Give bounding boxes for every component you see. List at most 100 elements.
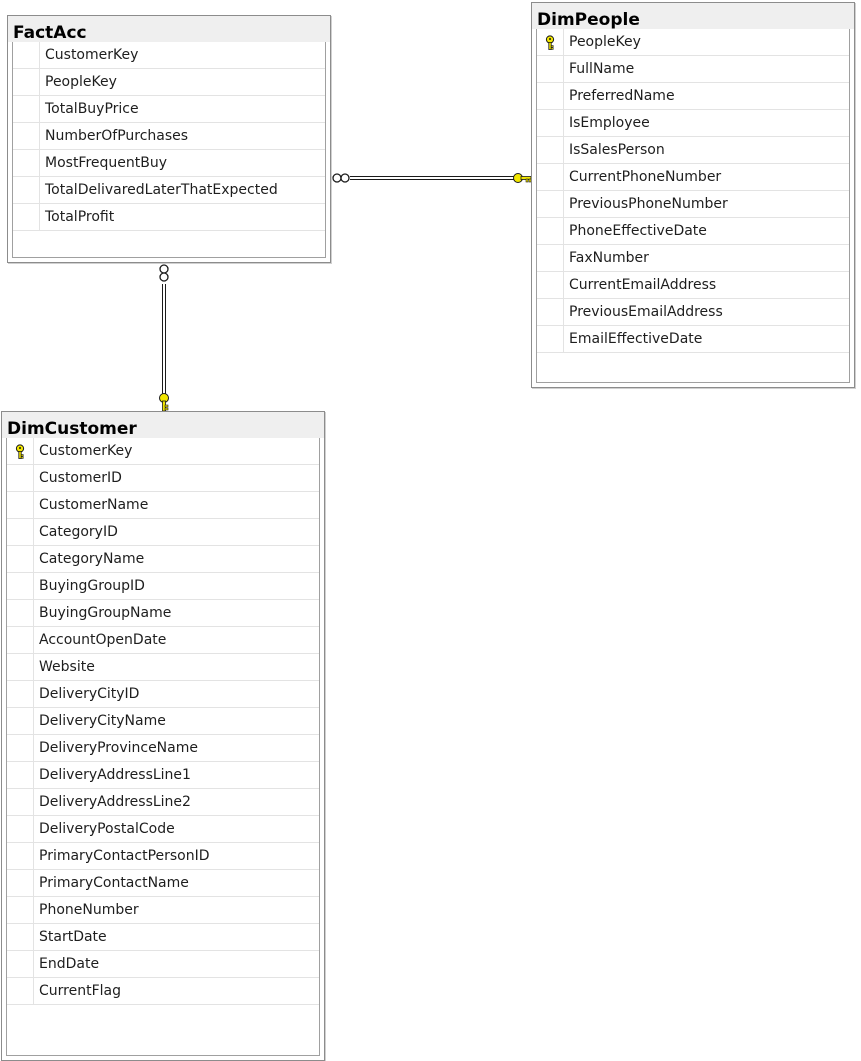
table-title[interactable]: DimPeople — [532, 3, 854, 30]
row-selector[interactable] — [7, 465, 34, 491]
row-selector[interactable] — [7, 951, 34, 977]
column-name: TotalBuyPrice — [45, 101, 139, 117]
row-selector[interactable] — [7, 843, 34, 869]
row-selector[interactable] — [537, 299, 564, 325]
column-row[interactable]: PeopleKey — [537, 29, 849, 56]
row-selector[interactable] — [13, 42, 40, 68]
row-selector[interactable] — [7, 438, 34, 464]
row-selector[interactable] — [7, 492, 34, 518]
column-row[interactable]: DeliveryProvinceName — [7, 735, 319, 762]
row-selector[interactable] — [7, 816, 34, 842]
row-selector[interactable] — [7, 573, 34, 599]
column-row[interactable]: TotalProfit — [13, 204, 325, 231]
row-selector[interactable] — [537, 218, 564, 244]
column-row[interactable]: FullName — [537, 56, 849, 83]
row-selector[interactable] — [7, 519, 34, 545]
row-selector[interactable] — [7, 627, 34, 653]
row-selector[interactable] — [537, 272, 564, 298]
row-selector[interactable] — [537, 29, 564, 55]
column-row[interactable]: CustomerName — [7, 492, 319, 519]
column-row[interactable]: PrimaryContactName — [7, 870, 319, 897]
relationship-factacc-dimcustomer[interactable] — [159, 264, 169, 412]
row-selector[interactable] — [7, 735, 34, 761]
column-name: StartDate — [39, 929, 107, 945]
row-selector[interactable] — [537, 137, 564, 163]
column-row[interactable]: EmailEffectiveDate — [537, 326, 849, 353]
column-row[interactable]: EndDate — [7, 951, 319, 978]
row-selector[interactable] — [7, 681, 34, 707]
row-selector[interactable] — [537, 83, 564, 109]
column-row[interactable]: CustomerKey — [13, 42, 325, 69]
column-row[interactable]: PreviousEmailAddress — [537, 299, 849, 326]
table-title[interactable]: FactAcc — [8, 16, 330, 43]
column-row[interactable]: TotalDelivaredLaterThatExpected — [13, 177, 325, 204]
column-row[interactable]: CategoryName — [7, 546, 319, 573]
row-selector[interactable] — [13, 96, 40, 122]
row-selector[interactable] — [7, 762, 34, 788]
row-selector[interactable] — [537, 191, 564, 217]
row-selector[interactable] — [537, 164, 564, 190]
column-row[interactable]: DeliveryAddressLine2 — [7, 789, 319, 816]
column-row[interactable]: CurrentEmailAddress — [537, 272, 849, 299]
column-row[interactable]: CurrentFlag — [7, 978, 319, 1005]
row-selector[interactable] — [7, 600, 34, 626]
row-selector[interactable] — [7, 789, 34, 815]
column-name: CurrentPhoneNumber — [569, 169, 722, 185]
column-name: TotalProfit — [45, 209, 115, 225]
column-name: CustomerKey — [39, 443, 133, 459]
column-name: PrimaryContactName — [39, 875, 189, 891]
row-selector[interactable] — [13, 123, 40, 149]
row-selector[interactable] — [7, 978, 34, 1004]
row-selector[interactable] — [13, 150, 40, 176]
row-selector[interactable] — [537, 56, 564, 82]
column-row[interactable]: DeliveryAddressLine1 — [7, 762, 319, 789]
row-selector[interactable] — [7, 708, 34, 734]
column-name: CategoryName — [39, 551, 145, 567]
column-row[interactable]: FaxNumber — [537, 245, 849, 272]
column-row[interactable]: PreviousPhoneNumber — [537, 191, 849, 218]
key-end-icon — [159, 393, 169, 412]
column-row[interactable]: BuyingGroupID — [7, 573, 319, 600]
row-selector[interactable] — [7, 870, 34, 896]
row-selector[interactable] — [7, 924, 34, 950]
column-name: DeliveryAddressLine2 — [39, 794, 191, 810]
column-row[interactable]: CurrentPhoneNumber — [537, 164, 849, 191]
column-row[interactable]: PhoneNumber — [7, 897, 319, 924]
column-row[interactable]: PreferredName — [537, 83, 849, 110]
column-name: PrimaryContactPersonID — [39, 848, 210, 864]
column-row[interactable]: TotalBuyPrice — [13, 96, 325, 123]
row-selector[interactable] — [7, 546, 34, 572]
row-selector[interactable] — [13, 69, 40, 95]
row-selector[interactable] — [537, 110, 564, 136]
column-row[interactable]: CustomerID — [7, 465, 319, 492]
column-row[interactable]: DeliveryPostalCode — [7, 816, 319, 843]
row-selector[interactable] — [537, 326, 564, 352]
column-row[interactable]: BuyingGroupName — [7, 600, 319, 627]
column-row[interactable]: CustomerKey — [7, 438, 319, 465]
column-row[interactable]: IsSalesPerson — [537, 137, 849, 164]
table-title[interactable]: DimCustomer — [2, 412, 324, 439]
column-row[interactable]: DeliveryCityName — [7, 708, 319, 735]
column-row[interactable]: DeliveryCityID — [7, 681, 319, 708]
column-row[interactable]: PrimaryContactPersonID — [7, 843, 319, 870]
column-row[interactable]: MostFrequentBuy — [13, 150, 325, 177]
row-selector[interactable] — [7, 654, 34, 680]
column-row[interactable]: CategoryID — [7, 519, 319, 546]
row-selector[interactable] — [13, 177, 40, 203]
column-name: EndDate — [39, 956, 100, 972]
column-row[interactable]: Website — [7, 654, 319, 681]
row-selector[interactable] — [537, 245, 564, 271]
row-selector[interactable] — [13, 204, 40, 230]
column-row[interactable]: StartDate — [7, 924, 319, 951]
column-row[interactable]: IsEmployee — [537, 110, 849, 137]
relationship-factacc-dimpeople[interactable] — [332, 173, 532, 183]
column-row[interactable]: NumberOfPurchases — [13, 123, 325, 150]
column-row[interactable]: PeopleKey — [13, 69, 325, 96]
column-row[interactable]: PhoneEffectiveDate — [537, 218, 849, 245]
column-row[interactable]: AccountOpenDate — [7, 627, 319, 654]
row-selector[interactable] — [7, 897, 34, 923]
